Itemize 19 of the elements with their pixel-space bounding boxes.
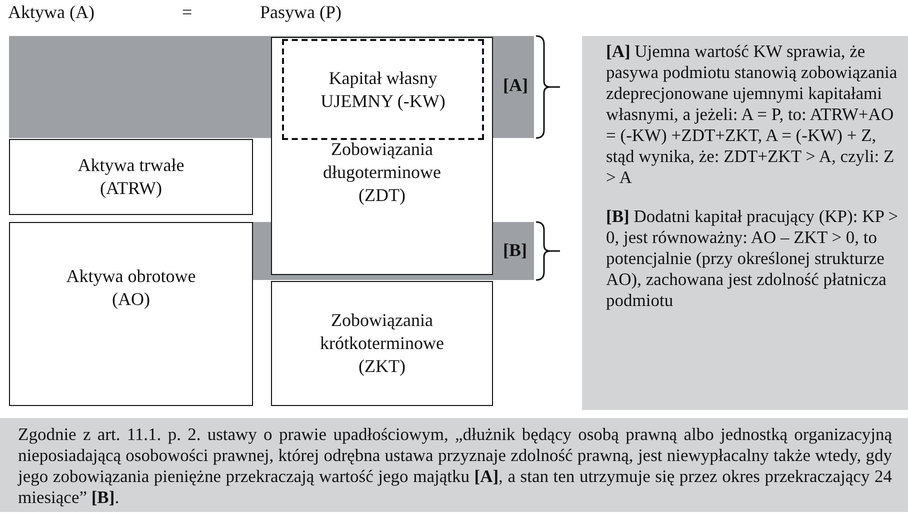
asset-box (9, 139, 253, 215)
box-label: Aktywa obrotowe (AO) (65, 265, 197, 311)
note-text: [A] Ujemna wartość KW sprawia, że pasywa podmiotu stanowią zobowiązania zdeprecjonowane ujemnymi kapitałami własnymi, a jeżeli: A = P, to: ATRW+AO = (-KW) +ZDT+ZKT, A = (-KW) + Z, stąd wynika, że: ZDT+ZKT > A, czyli: Z > A (606, 41, 898, 188)
box-label: Kapitał własny UJEMNY (-KW) (320, 66, 446, 112)
note-text: Zgodnie z art. 11.1. p. 2. ustawy o prawie upadłościowym, „dłużnik będący osobą prawną albo jednostką organizacyjną nieposiadającą osobowości prawnej, której odrębna ustawa przyznaje zdolność prawną, jest niewypłacalny także wtedy, gdy jego zobowiązania pieniężne przekraczają wartość jego majątku [A], a stan ten utrzymuje się przez okres przekraczający 24 miesiące” [B]. (18, 424, 892, 508)
note-text: [B] Dodatni kapitał pracujący (KP): KP > 0, jest równoważny: AO – ZKT > 0, to potencjalnie (przy określonej strukturze AO), zachowana jest zdolność płatnicza podmiotu (606, 206, 900, 311)
note-panel (582, 36, 908, 410)
liability-box (271, 281, 493, 406)
bracket-label: [A] (503, 75, 528, 96)
column-heading: Aktywa (A) (8, 2, 94, 23)
equals-sign: = (182, 2, 192, 23)
equity-box (282, 39, 484, 140)
box-label: Aktywa trwałe (ATRW) (76, 154, 186, 200)
box-label: Zobowiązania krótkoterminowe (ZKT) (319, 309, 445, 378)
asset-box (9, 222, 253, 406)
column-heading: Pasywa (P) (260, 2, 342, 23)
bracket-label: [B] (503, 240, 527, 261)
liability-box (271, 37, 493, 275)
box-label: Zobowiązania długoterminowe (ZDT) (322, 138, 442, 207)
